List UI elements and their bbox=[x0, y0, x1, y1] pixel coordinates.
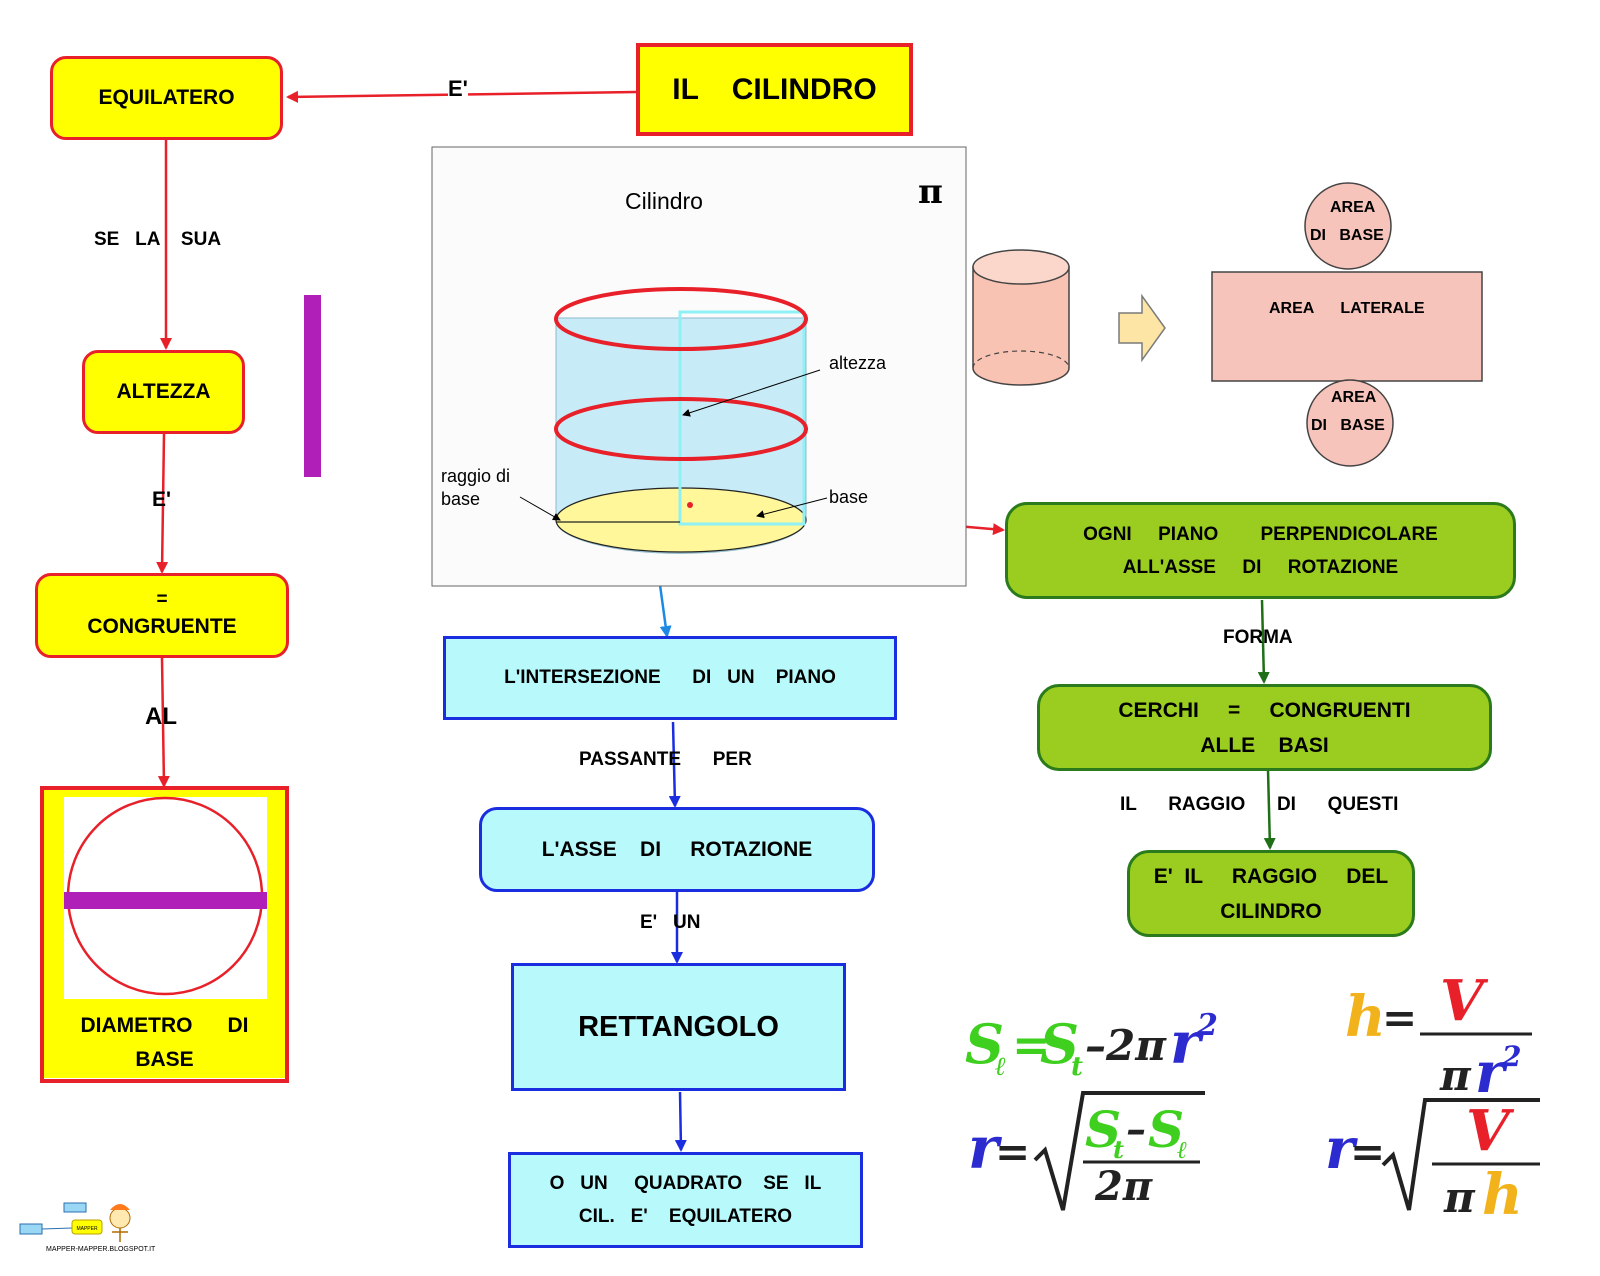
raggio-node: E' IL RAGGIO DEL CILINDRO bbox=[1127, 850, 1415, 937]
congruente-node: = CONGRUENTE bbox=[35, 573, 289, 658]
rettangolo-node: RETTANGOLO bbox=[511, 963, 846, 1091]
diameter-bar bbox=[64, 892, 267, 909]
figure-altezza: altezza bbox=[829, 353, 887, 373]
figure-title: Cilindro bbox=[625, 188, 703, 214]
net-area-top-1: AREA bbox=[1330, 199, 1376, 216]
edge-label-e2: E' bbox=[152, 488, 172, 511]
edge-label-al: AL bbox=[145, 703, 177, 730]
pink-cylinder bbox=[972, 249, 1070, 386]
edge-intersezione-asse bbox=[668, 721, 681, 808]
edge-label-e1: E' bbox=[448, 76, 468, 102]
altezza-bar bbox=[304, 295, 321, 477]
asse-text: L'ASSE DI ROTAZIONE bbox=[541, 837, 813, 861]
net-base-top bbox=[1304, 182, 1392, 270]
cerchi-node: CERCHI = CONGRUENTI ALLE BASI bbox=[1037, 684, 1492, 771]
ogni-text-2: ALL'ASSE DI ROTAZIONE bbox=[1122, 556, 1399, 578]
quadrato-text-2: CIL. E' EQUILATERO bbox=[578, 1206, 793, 1227]
edge-label-e-un: E' UN bbox=[640, 912, 701, 933]
raggio-text-2: CILINDRO bbox=[1220, 899, 1322, 923]
edge-ogni-cerchi bbox=[1257, 599, 1270, 684]
cerchi-text-1: CERCHI = CONGRUENTI bbox=[1118, 698, 1411, 722]
right-arrow-icon bbox=[1118, 293, 1166, 363]
figure-base: base bbox=[829, 487, 869, 507]
figure-raggio-2: base bbox=[441, 489, 481, 509]
edge-label-il-raggio: IL RAGGIO DI QUESTI bbox=[1120, 794, 1399, 815]
intersezione-node: L'INTERSEZIONE DI UN PIANO bbox=[443, 636, 897, 720]
net-area-laterale: AREA LATERALE bbox=[1269, 300, 1425, 317]
altezza-text: ALTEZZA bbox=[116, 380, 211, 403]
net-area-bot-1: AREA bbox=[1331, 389, 1377, 406]
edge-label-passante: PASSANTE PER bbox=[579, 749, 752, 770]
title-text: IL CILINDRO bbox=[672, 72, 877, 106]
quadrato-node: O UN QUADRATO SE IL CIL. E' EQUILATERO bbox=[508, 1152, 863, 1248]
net-area-bot-2: DI BASE bbox=[1311, 417, 1385, 434]
equilatero-text: EQUILATERO bbox=[98, 86, 235, 109]
asse-node: L'ASSE DI ROTAZIONE bbox=[479, 807, 875, 892]
diametro-box bbox=[40, 786, 289, 1083]
net-area-top-2: DI BASE bbox=[1310, 227, 1384, 244]
base-text: BASE bbox=[135, 1048, 194, 1071]
equilatero-node: EQUILATERO bbox=[50, 56, 283, 140]
diametro-text: DIAMETRO DI bbox=[80, 1014, 249, 1037]
intersezione-text: L'INTERSEZIONE DI UN PIANO bbox=[504, 667, 836, 688]
cylinder-figure bbox=[431, 146, 967, 587]
quadrato-text-1: O UN QUADRATO SE IL bbox=[549, 1173, 822, 1194]
figure-raggio-1: raggio di bbox=[441, 466, 511, 486]
net-lateral-rect bbox=[1211, 271, 1483, 382]
eq-sign-text: = bbox=[156, 588, 168, 610]
title-box: IL CILINDRO bbox=[636, 43, 913, 136]
net-base-bottom bbox=[1306, 379, 1394, 467]
congruente-text: CONGRUENTE bbox=[87, 614, 237, 638]
ogni-piano-node: OGNI PIANO PERPENDICOLARE ALL'ASSE DI RO… bbox=[1005, 502, 1516, 599]
altezza-node: ALTEZZA bbox=[82, 350, 245, 434]
edge-cerchi-raggio bbox=[1263, 769, 1276, 850]
edge-label-se-la-sua: SE LA SUA bbox=[94, 229, 222, 250]
ogni-text-1: OGNI PIANO PERPENDICOLARE bbox=[1083, 523, 1438, 545]
edge-congruente-diametro bbox=[157, 657, 170, 788]
edge-rettangolo-quadrato bbox=[674, 1091, 687, 1152]
edge-altezza-congruente bbox=[156, 433, 169, 574]
figure-pi: π bbox=[918, 172, 943, 212]
diametro-label: DIAMETRO DI BASE bbox=[44, 1008, 285, 1078]
rettangolo-text: RETTANGOLO bbox=[578, 1010, 779, 1043]
cerchi-text-2: ALLE BASI bbox=[1200, 733, 1329, 757]
edge-label-forma: FORMA bbox=[1223, 627, 1293, 648]
raggio-text-1: E' IL RAGGIO DEL bbox=[1153, 864, 1389, 888]
